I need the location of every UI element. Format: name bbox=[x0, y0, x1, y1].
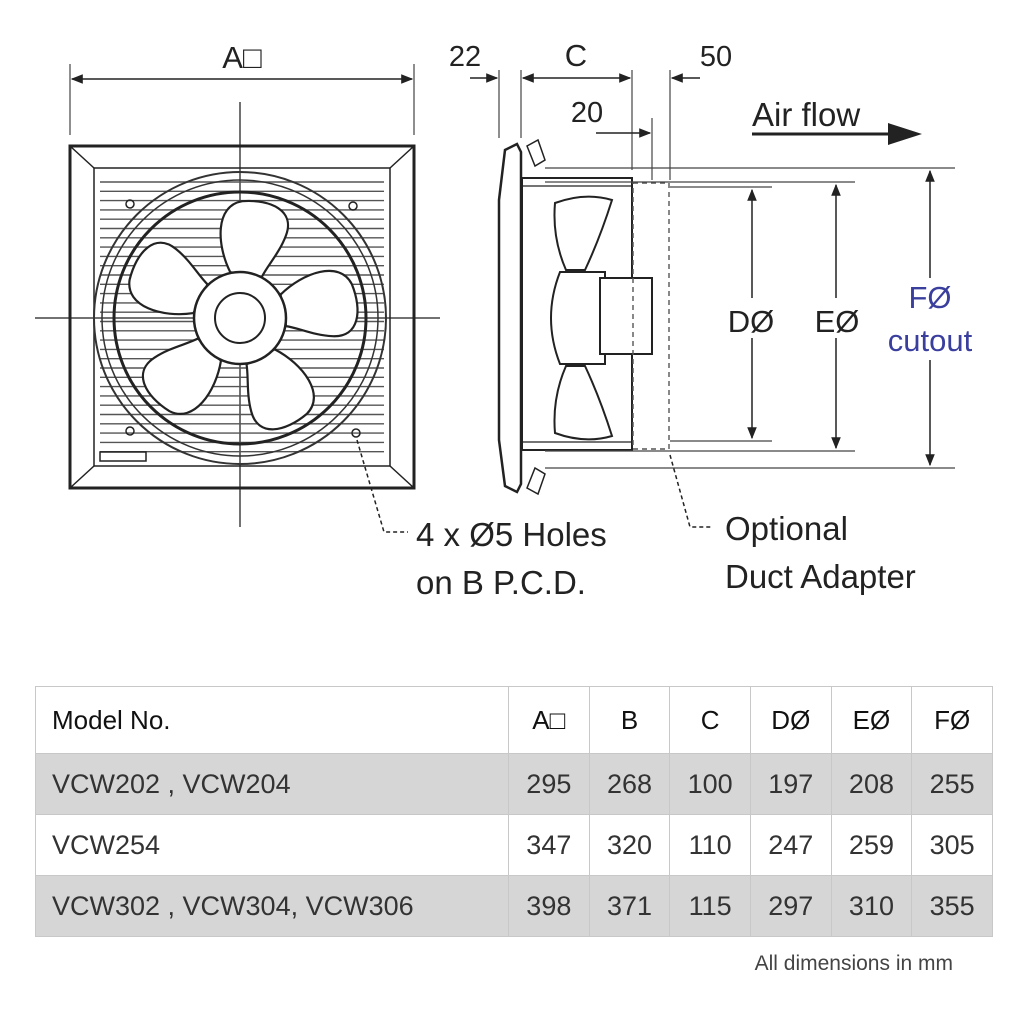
cell-e: 208 bbox=[830, 753, 913, 815]
label-20: 20 bbox=[571, 97, 603, 129]
motor bbox=[599, 277, 653, 355]
mounting-hole bbox=[125, 426, 135, 436]
adapter-label-line1: Optional bbox=[725, 510, 848, 547]
cell-e: 310 bbox=[830, 875, 913, 937]
cell-b: 371 bbox=[588, 875, 671, 937]
label-22: 22 bbox=[449, 41, 481, 73]
mounting-hole bbox=[348, 201, 358, 211]
label-e: EØ bbox=[815, 304, 860, 339]
fan-dimension-diagram: A□ 22 C 50 20 bbox=[35, 38, 973, 601]
cell-e: 259 bbox=[830, 814, 913, 876]
table-row: VCW254 347 320 110 247 259 305 bbox=[35, 814, 993, 876]
table-row: VCW302 , VCW304, VCW306 398 371 115 297 … bbox=[35, 875, 993, 937]
cell-a: 295 bbox=[508, 753, 590, 815]
cell-model: VCW202 , VCW204 bbox=[35, 753, 509, 815]
cell-model: VCW302 , VCW304, VCW306 bbox=[35, 875, 509, 937]
air-flow-arrow bbox=[752, 123, 922, 145]
cell-c: 115 bbox=[669, 875, 751, 937]
dimensions-table: Model No. A□ B C DØ EØ FØ VCW202 , VCW20… bbox=[35, 686, 993, 937]
cell-b: 320 bbox=[588, 814, 671, 876]
label-c: C bbox=[565, 38, 587, 73]
label-50: 50 bbox=[700, 41, 732, 73]
front-panel-side bbox=[497, 142, 523, 494]
cell-c: 110 bbox=[669, 814, 751, 876]
front-panel bbox=[68, 144, 416, 490]
fan-blade bbox=[219, 199, 289, 278]
header-d: DØ bbox=[749, 686, 832, 754]
holes-label-line2: on B P.C.D. bbox=[416, 564, 586, 601]
cell-f: 355 bbox=[911, 875, 993, 937]
mounting-hole bbox=[125, 199, 135, 209]
cell-a: 347 bbox=[508, 814, 590, 876]
table-row: VCW202 , VCW204 295 268 100 197 208 255 bbox=[35, 753, 993, 815]
adapter-label-line2: Duct Adapter bbox=[725, 558, 916, 595]
fan-blades bbox=[128, 199, 359, 431]
header-a: A□ bbox=[508, 686, 590, 754]
header-c: C bbox=[669, 686, 751, 754]
cell-model: VCW254 bbox=[35, 814, 509, 876]
label-a: A□ bbox=[222, 40, 262, 75]
header-e: EØ bbox=[830, 686, 913, 754]
table-header-row: Model No. A□ B C DØ EØ FØ bbox=[35, 686, 993, 754]
cell-d: 197 bbox=[749, 753, 832, 815]
header-b: B bbox=[588, 686, 671, 754]
adapter-leader bbox=[669, 454, 712, 528]
front-view bbox=[35, 102, 440, 533]
cell-d: 297 bbox=[749, 875, 832, 937]
mounting-hole bbox=[351, 428, 361, 438]
side-view bbox=[497, 138, 712, 528]
air-flow-label: Air flow bbox=[752, 96, 860, 133]
cell-f: 305 bbox=[911, 814, 993, 876]
holes-label-line1: 4 x Ø5 Holes bbox=[416, 516, 607, 553]
header-f: FØ bbox=[911, 686, 993, 754]
fan-blade bbox=[128, 241, 209, 316]
cell-d: 247 bbox=[749, 814, 832, 876]
label-f-line1: FØ bbox=[908, 280, 951, 315]
fan-blade bbox=[245, 348, 315, 431]
cell-c: 100 bbox=[669, 753, 751, 815]
cell-a: 398 bbox=[508, 875, 590, 937]
top-dimensions bbox=[470, 70, 700, 180]
label-d: DØ bbox=[728, 304, 775, 339]
cell-b: 268 bbox=[588, 753, 671, 815]
units-footnote: All dimensions in mm bbox=[754, 952, 953, 975]
duct-adapter bbox=[632, 182, 670, 450]
header-model: Model No. bbox=[35, 686, 509, 754]
dimension-a: A□ bbox=[69, 40, 415, 135]
label-f-line2: cutout bbox=[888, 323, 973, 358]
holes-leader bbox=[356, 439, 408, 533]
fan-blade bbox=[141, 337, 223, 415]
cell-f: 255 bbox=[911, 753, 993, 815]
fan-blade bbox=[279, 269, 359, 338]
